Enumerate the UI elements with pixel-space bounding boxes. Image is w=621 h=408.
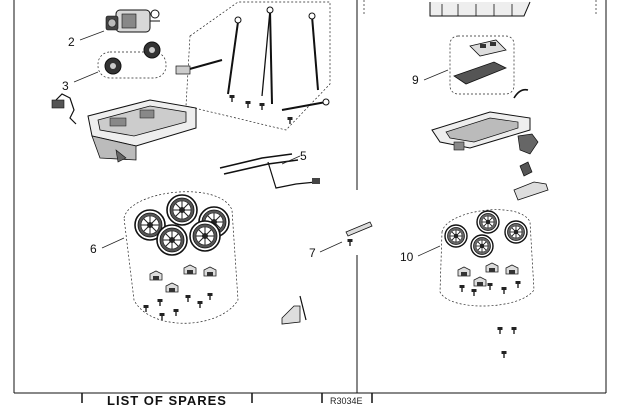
small-bracket-part bbox=[281, 221, 373, 325]
wiring-part bbox=[219, 153, 320, 189]
callout-6: 6 bbox=[90, 242, 97, 256]
tender-chassis-part bbox=[431, 111, 549, 201]
spares-list-title: LIST OF SPARES bbox=[107, 393, 227, 408]
tender-wheels-group bbox=[417, 209, 535, 359]
callout-10: 10 bbox=[400, 250, 414, 264]
callout-9: 9 bbox=[412, 73, 419, 87]
catalogue-code: R3034E bbox=[330, 396, 363, 406]
gear-part bbox=[73, 41, 167, 83]
coupling-rods-group bbox=[175, 1, 331, 131]
callout-5: 5 bbox=[300, 149, 307, 163]
callout-3: 3 bbox=[62, 79, 69, 93]
page-frame bbox=[13, 0, 607, 403]
chassis-part bbox=[51, 93, 197, 163]
callout-2: 2 bbox=[68, 35, 75, 49]
circuit-board-part bbox=[423, 35, 529, 99]
callout-7: 7 bbox=[309, 246, 316, 260]
body-frame-part bbox=[363, 0, 597, 17]
driving-wheels-group bbox=[101, 191, 239, 324]
motor-part bbox=[79, 9, 160, 41]
